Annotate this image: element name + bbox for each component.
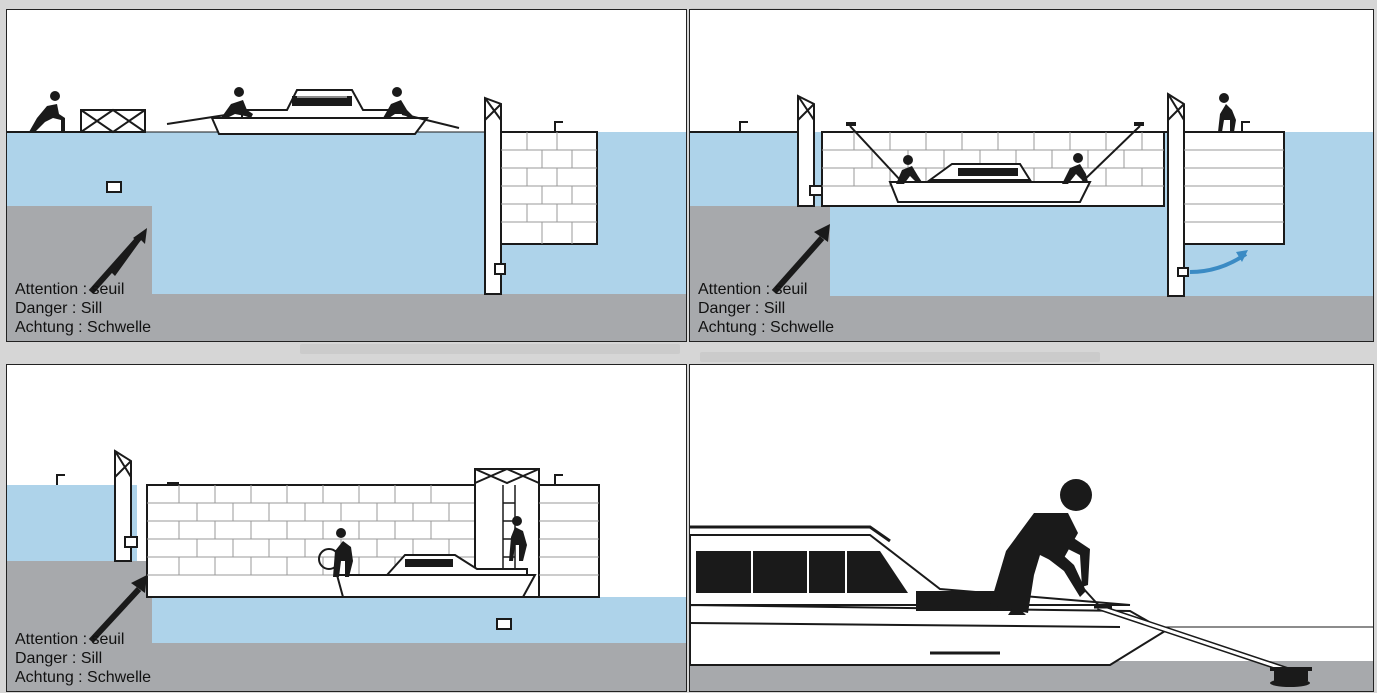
panel-lock-filling: Attention : seuil Danger : Sill Achtung … [689, 9, 1374, 342]
caption-german: Achtung : Schwelle [698, 319, 835, 336]
panel-lock-emptying-stern-sill: Attention : seuil Danger : Sill Achtung … [6, 364, 687, 692]
lock-scene-illustration-2 [690, 92, 1373, 341]
upper-gate-housing [80, 109, 146, 133]
caption-english: Danger : Sill [15, 300, 103, 317]
sill-warning-caption: Attention : seuil Danger : Sill Achtung … [15, 280, 151, 337]
sluice-opening [106, 181, 122, 193]
caption-english: Danger : Sill [698, 300, 786, 317]
caption-french: Attention : seuil [15, 281, 125, 298]
lower-gate [484, 96, 502, 295]
crew-figure-closeup [990, 479, 1092, 615]
caption-german: Achtung : Schwelle [15, 319, 152, 336]
caption-english: Danger : Sill [15, 650, 103, 667]
lock-chamber-wall [500, 121, 598, 245]
caption-french: Attention : seuil [15, 631, 125, 648]
crew-figures [29, 87, 413, 132]
caption-german: Achtung : Schwelle [15, 669, 152, 686]
sill-warning-arrow-2 [771, 236, 825, 294]
panel-crew-fending-closeup [689, 364, 1374, 692]
motor-boat [166, 89, 460, 135]
mooring-bollard [1270, 667, 1312, 687]
lock-floor [7, 294, 686, 341]
panel-upstream-approach: Attention : seuil Danger : Sill Achtung … [6, 9, 687, 342]
sill-warning-caption-2: Attention : seuil Danger : Sill Achtung … [698, 280, 834, 337]
caption-french: Attention : seuil [698, 281, 808, 298]
sill-warning-caption-3: Attention : seuil Danger : Sill Achtung … [15, 630, 151, 687]
closeup-illustration [690, 479, 1373, 691]
lock-scene-illustration [7, 87, 686, 341]
boat-hull-closeup [690, 525, 1167, 666]
lock-scene-illustration-3 [7, 449, 686, 691]
